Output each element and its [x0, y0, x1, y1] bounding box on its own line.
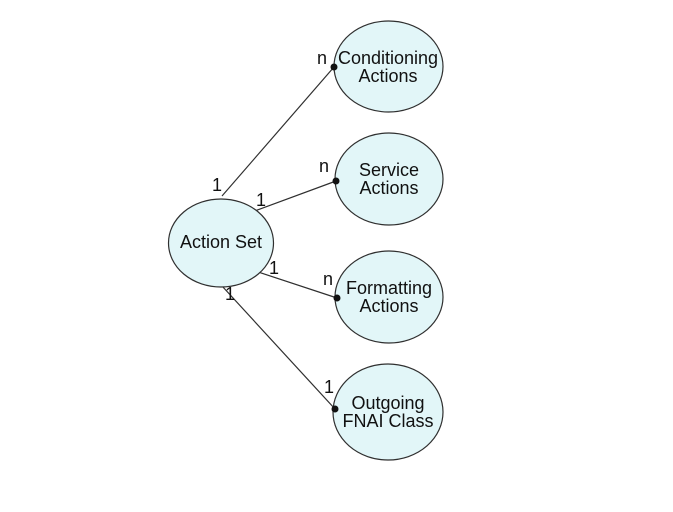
node-formatting-actions: Formatting Actions: [334, 250, 444, 344]
cardinality-labels: 1 n 1 n 1 n 1 1: [212, 48, 334, 397]
node-service-actions: Service Actions: [334, 132, 444, 226]
edges: [221, 66, 338, 410]
edge-action-set-conditioning: [221, 66, 335, 197]
formatting-actions-label-line1: Formatting: [346, 278, 432, 298]
edge-action-set-outgoing: [221, 285, 336, 410]
cardinality-target-service: n: [319, 156, 329, 176]
outgoing-fnai-class-label-line2: FNAI Class: [342, 411, 433, 431]
outgoing-fnai-class-ellipse: [332, 363, 444, 461]
cardinality-target-outgoing: 1: [324, 377, 334, 397]
node-outgoing-fnai-class: Outgoing FNAI Class: [332, 363, 444, 461]
service-actions-label-line1: Service: [359, 160, 419, 180]
outgoing-fnai-class-label-line1: Outgoing: [351, 393, 424, 413]
edge-endpoints: [330, 63, 341, 413]
node-conditioning-actions: Conditioning Actions: [333, 20, 444, 113]
node-action-set: Action Set: [167, 198, 275, 288]
edge-endpoint-dot-formatting: [333, 294, 341, 302]
cardinality-source-service: 1: [256, 190, 266, 210]
conditioning-actions-label-line2: Actions: [358, 66, 417, 86]
cardinality-source-conditioning: 1: [212, 175, 222, 195]
conditioning-actions-label-line1: Conditioning: [338, 48, 438, 68]
formatting-actions-label-line2: Actions: [359, 296, 418, 316]
cardinality-target-formatting: n: [323, 269, 333, 289]
action-set-ellipse: [167, 198, 275, 288]
cardinality-source-formatting: 1: [269, 258, 279, 278]
edge-endpoint-dot-conditioning: [330, 63, 338, 71]
cardinality-source-outgoing: 1: [225, 284, 235, 304]
edge-action-set-service: [251, 180, 337, 213]
cardinality-target-conditioning: n: [317, 48, 327, 68]
edge-endpoint-dot-service: [332, 177, 340, 185]
edge-endpoint-dot-outgoing: [331, 405, 339, 413]
service-actions-label-line2: Actions: [359, 178, 418, 198]
edge-action-set-formatting: [251, 269, 338, 299]
action-set-label: Action Set: [180, 232, 262, 252]
